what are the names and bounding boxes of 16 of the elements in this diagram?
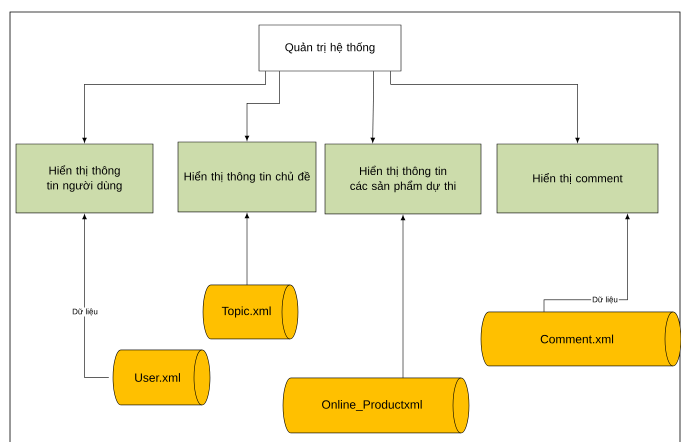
arrow (244, 213, 250, 286)
database-cylinder: User.xml (112, 350, 210, 406)
process-box: Hiển thị comment (496, 144, 658, 214)
database-cylinder: Online_Productxml (282, 378, 470, 434)
process-box: Hiển thị thông tin các sản phẩm dự thi (324, 144, 482, 214)
arrow (370, 71, 376, 143)
database-cylinder: Comment.xml (480, 312, 681, 366)
database-cylinder: Topic.xml (202, 284, 298, 340)
process-box: Hiển thị thông tin người dùng (16, 144, 154, 214)
arrow (244, 71, 280, 141)
process-box: Hiển thị thông tin chủ đề (178, 142, 316, 212)
process-box: Quản trị hệ thống (258, 24, 402, 72)
arrow (390, 71, 580, 143)
arrow (82, 214, 110, 378)
arrow (82, 71, 266, 143)
arrow (400, 215, 406, 378)
